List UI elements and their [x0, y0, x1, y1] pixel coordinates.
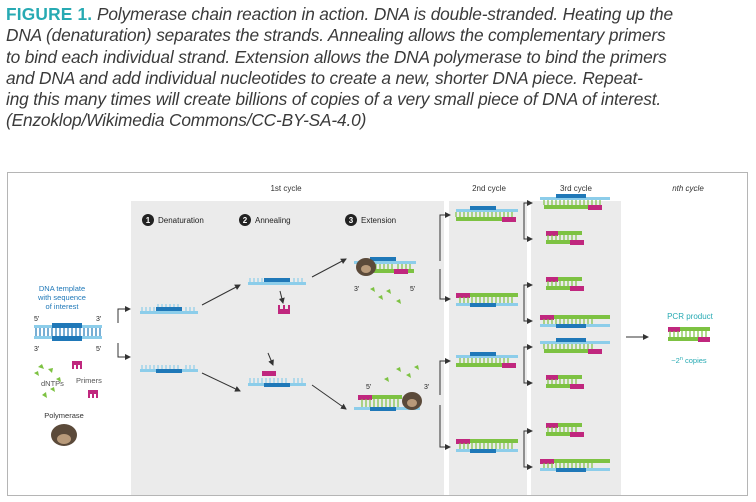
step-number-3: 3: [349, 216, 354, 225]
arrow-anneal-to-ext-top: [311, 258, 347, 278]
bracket-2nd-bottom-up: [439, 358, 451, 395]
annealing-strand-bottom: [248, 378, 306, 387]
arrow-anneal-to-ext-bottom: [311, 384, 347, 410]
template-label-line-3: of interest: [46, 302, 80, 311]
bracket-3rd-4: [523, 299, 533, 324]
duplex-2nd-1: [455, 206, 518, 222]
ext-bottom-5-prime: 5': [366, 384, 371, 391]
primer-approach-arrow-top: [278, 290, 285, 304]
dntps-label: dNTPs: [41, 379, 64, 388]
duplex-3rd-2: [546, 231, 584, 245]
step-number-2: 2: [243, 216, 248, 225]
header-3rd-cycle: 3rd cycle: [560, 184, 593, 193]
duplex-3rd-5: [540, 338, 610, 354]
panel-1st-cycle: [131, 201, 444, 495]
duplex-2nd-3: [456, 352, 518, 368]
caption-line-2: DNA (denaturation) separates the strands…: [6, 25, 666, 46]
copies-suffix: copies: [683, 356, 707, 365]
step-annealing: 2 Annealing: [239, 214, 291, 226]
split-arrow-top: [117, 306, 131, 323]
bracket-2nd-top-up: [439, 212, 451, 261]
primers-label: Primers: [76, 376, 102, 385]
duplex-3rd-1: [540, 194, 610, 210]
free-dntps-bottom: [384, 365, 419, 382]
annealing-primer-bottom: [262, 371, 276, 376]
duplex-3rd-3: [546, 277, 584, 291]
bracket-3rd-6: [523, 361, 533, 386]
duplex-3rd-6: [546, 375, 584, 389]
bracket-3rd-5: [523, 344, 533, 361]
figure-label: FIGURE 1.: [6, 4, 93, 24]
free-dntps-top: [370, 287, 401, 304]
split-arrow-bottom: [117, 343, 131, 360]
duplex-3rd-4: [540, 315, 610, 328]
bracket-3rd-3: [523, 282, 533, 299]
header-nth-cycle: nth cycle: [672, 184, 704, 193]
pcr-diagram: 1st cycle 2nd cycle 3rd cycle nth cycle …: [7, 172, 748, 496]
step-number-1: 1: [146, 216, 151, 225]
extension-complex-top: [354, 257, 416, 276]
ext-bottom-3-prime: 3': [424, 384, 429, 391]
pcr-diagram-svg: 1st cycle 2nd cycle 3rd cycle nth cycle …: [34, 184, 714, 495]
figure-caption: FIGURE 1. Polymerase chain reaction in a…: [6, 4, 746, 132]
caption-credit: (Enzoklop/Wikimedia Commons/CC-BY-SA-4.0…: [6, 110, 367, 131]
denatured-strand-top: [140, 304, 198, 314]
template-5-prime-bottom: 5': [96, 346, 101, 353]
primer-approach-arrow-bottom: [267, 352, 274, 366]
dntp-icons: [34, 364, 61, 398]
template-3-prime-bottom: 3': [34, 346, 39, 353]
annealing-primer-top: [278, 305, 290, 314]
bracket-2nd-bottom-down: [439, 405, 451, 450]
polymerase-icon: [51, 424, 77, 446]
extension-complex-bottom: [354, 392, 422, 411]
arrow-denat-to-anneal-top: [201, 284, 241, 306]
denatured-strand-bottom: [140, 365, 198, 373]
pcr-product-label: PCR product: [667, 312, 714, 321]
bracket-3rd-8: [523, 445, 533, 470]
bracket-3rd-2: [523, 217, 533, 242]
bracket-3rd-7: [523, 428, 533, 445]
duplex-3rd-8: [540, 459, 610, 472]
template-label-line-2: with sequence: [37, 293, 86, 302]
template-label-line-1: DNA template: [39, 284, 85, 293]
step-label-extension: Extension: [361, 216, 396, 225]
dna-template: [34, 323, 102, 341]
duplex-2nd-2: [456, 293, 518, 307]
pcr-product-duplex: [668, 327, 710, 342]
annealing-strand-top: [248, 278, 306, 285]
duplex-3rd-7: [546, 423, 584, 437]
step-denaturation: 1 Denaturation: [142, 214, 204, 226]
caption-line-1: Polymerase chain reaction in action. DNA…: [96, 4, 673, 24]
caption-line-3: to bind each individual strand. Extensio…: [6, 46, 667, 67]
arrow-denat-to-anneal-bottom: [201, 372, 241, 392]
template-3-prime-top: 3': [96, 316, 101, 323]
copies-exponent: n: [680, 356, 683, 362]
header-1st-cycle: 1st cycle: [270, 184, 302, 193]
caption-line-4: and DNA and add individual nucleotides t…: [6, 67, 643, 88]
header-2nd-cycle: 2nd cycle: [472, 184, 506, 193]
copies-base: ~2: [671, 356, 680, 365]
step-label-annealing: Annealing: [255, 216, 291, 225]
copies-label: ~2n copies: [671, 356, 707, 365]
polymerase-label: Polymerase: [44, 411, 84, 420]
step-extension: 3 Extension: [345, 214, 396, 226]
step-label-denaturation: Denaturation: [158, 216, 204, 225]
bracket-3rd-1: [523, 200, 533, 217]
primer-icons: [72, 361, 98, 398]
caption-line-5: ing this many times will create billions…: [6, 89, 661, 110]
ext-top-3-prime: 3': [354, 286, 359, 293]
template-5-prime-top: 5': [34, 316, 39, 323]
bracket-2nd-top-down: [439, 269, 451, 302]
duplex-2nd-4: [456, 439, 518, 453]
ext-top-5-prime: 5': [410, 286, 415, 293]
